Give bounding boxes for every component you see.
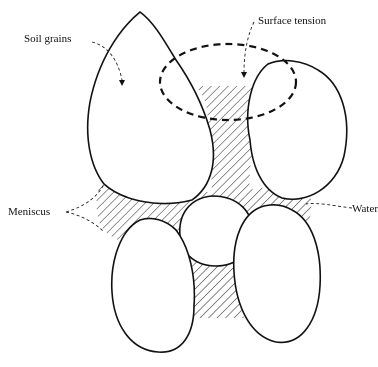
- soil-grain-upper-left: [88, 12, 214, 203]
- water-leader: [306, 203, 352, 208]
- soil-grain-lower-left: [112, 218, 195, 352]
- label-meniscus: Meniscus: [8, 206, 50, 218]
- label-water: Water: [352, 203, 378, 215]
- label-soil-grains: Soil grains: [24, 33, 71, 45]
- soil-grain-upper-right: [248, 61, 347, 200]
- surface-tension-arrowhead: [241, 72, 247, 78]
- label-surface-tension: Surface tension: [258, 15, 327, 27]
- soil-grain-lower-right: [234, 205, 321, 343]
